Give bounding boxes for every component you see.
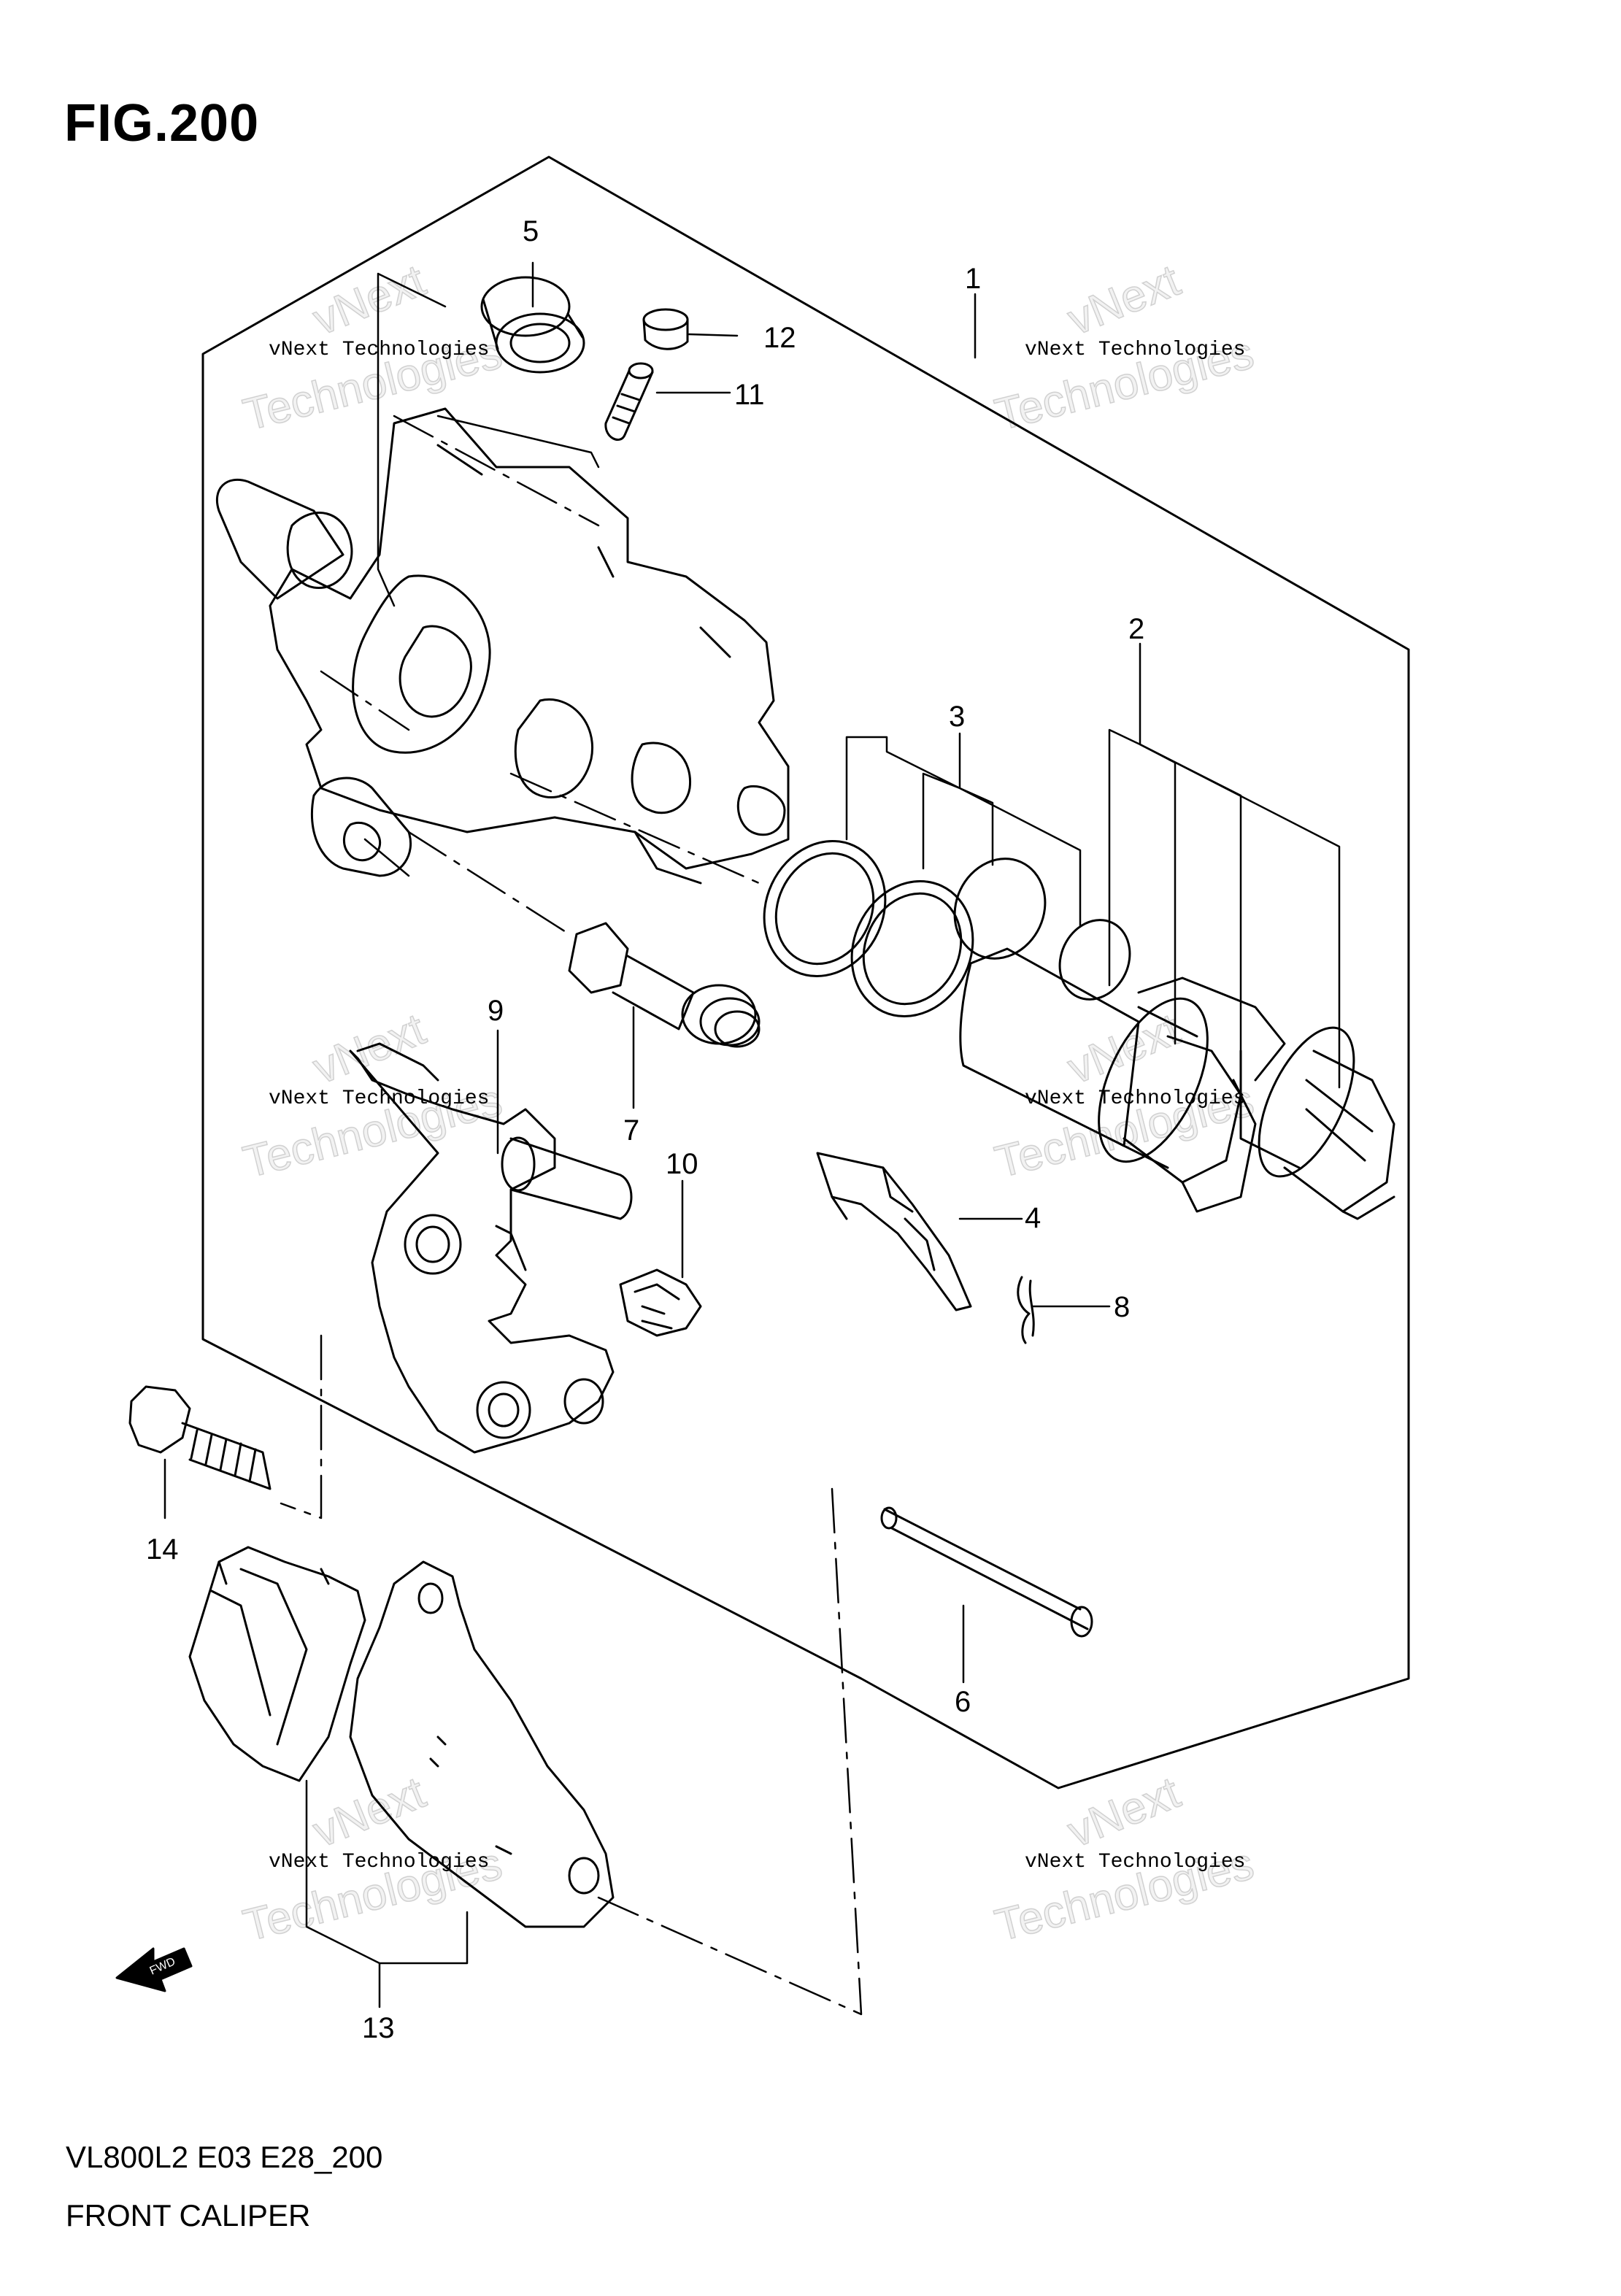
figure-code: VL800L2 E03 E28_200 <box>66 2140 383 2174</box>
svg-text:vNext Technologies: vNext Technologies <box>1025 1851 1245 1873</box>
callout-11: 11 <box>734 379 765 411</box>
svg-text:vNext Technologies: vNext Technologies <box>269 339 489 361</box>
callout-10: 10 <box>666 1148 698 1180</box>
svg-text:vNext Technologies: vNext Technologies <box>1025 339 1245 361</box>
part-9-caliper-bracket <box>349 1042 633 1454</box>
watermark-bottom-right: vNext Technologies vNext Technologies <box>990 1767 1259 1952</box>
callout-4: 4 <box>1025 1202 1041 1234</box>
watermark-mid-left: vNext Technologies vNext Technologies <box>238 1003 507 1188</box>
watermark-top-right: vNext Technologies vNext Technologies <box>990 255 1259 441</box>
svg-text:vNext Technologies: vNext Technologies <box>1025 1087 1245 1110</box>
part-4-pad-spring <box>816 1152 972 1311</box>
callout-6: 6 <box>955 1686 971 1718</box>
callout-7: 7 <box>623 1114 639 1147</box>
figure-title: FIG.200 <box>64 94 260 153</box>
svg-text:vNext: vNext <box>1060 255 1187 345</box>
part-6-pad-pin <box>880 1506 1093 1638</box>
callout-5: 5 <box>523 215 539 247</box>
part-7-slide-pin <box>568 922 761 1048</box>
caliper-body <box>215 407 790 885</box>
part-3-piston-seals <box>763 840 1131 1017</box>
part-11-bleeder-screw <box>604 362 654 441</box>
part-13-brake-pads <box>188 1546 615 1928</box>
part-14-mounting-bolt <box>128 1385 272 1490</box>
callout-14: 14 <box>146 1533 179 1565</box>
watermark-top-left: vNext Technologies vNext Technologies <box>238 255 507 441</box>
part-5-piston-boot <box>480 276 585 374</box>
svg-text:vNext Technologies: vNext Technologies <box>269 1851 489 1873</box>
part-8-clip <box>1017 1276 1035 1344</box>
svg-text:vNext: vNext <box>1060 1004 1187 1094</box>
callout-3: 3 <box>949 701 965 733</box>
callout-2: 2 <box>1128 613 1144 645</box>
watermark-mid-right: vNext Technologies vNext Technologies <box>990 1003 1259 1188</box>
callout-13: 13 <box>362 2012 395 2044</box>
callout-12: 12 <box>763 322 796 354</box>
callout-9: 9 <box>488 995 504 1027</box>
svg-text:vNext: vNext <box>306 255 432 345</box>
figure-name: FRONT CALIPER <box>66 2198 311 2233</box>
part-12-bleeder-cap <box>642 308 689 350</box>
svg-text:vNext Technologies: vNext Technologies <box>269 1087 489 1110</box>
svg-text:vNext: vNext <box>306 1004 432 1094</box>
callout-labels: 1 2 3 4 5 6 7 8 9 10 11 12 13 14 <box>146 215 1144 2044</box>
callout-8: 8 <box>1114 1291 1130 1323</box>
part-2-pistons <box>959 947 1395 1220</box>
leader-lines <box>163 261 1341 2016</box>
fwd-arrow-icon <box>115 1947 193 1992</box>
assembly-boundary <box>201 155 1410 1790</box>
callout-1: 1 <box>965 263 981 295</box>
part-10-pin-boot <box>619 1268 702 1337</box>
